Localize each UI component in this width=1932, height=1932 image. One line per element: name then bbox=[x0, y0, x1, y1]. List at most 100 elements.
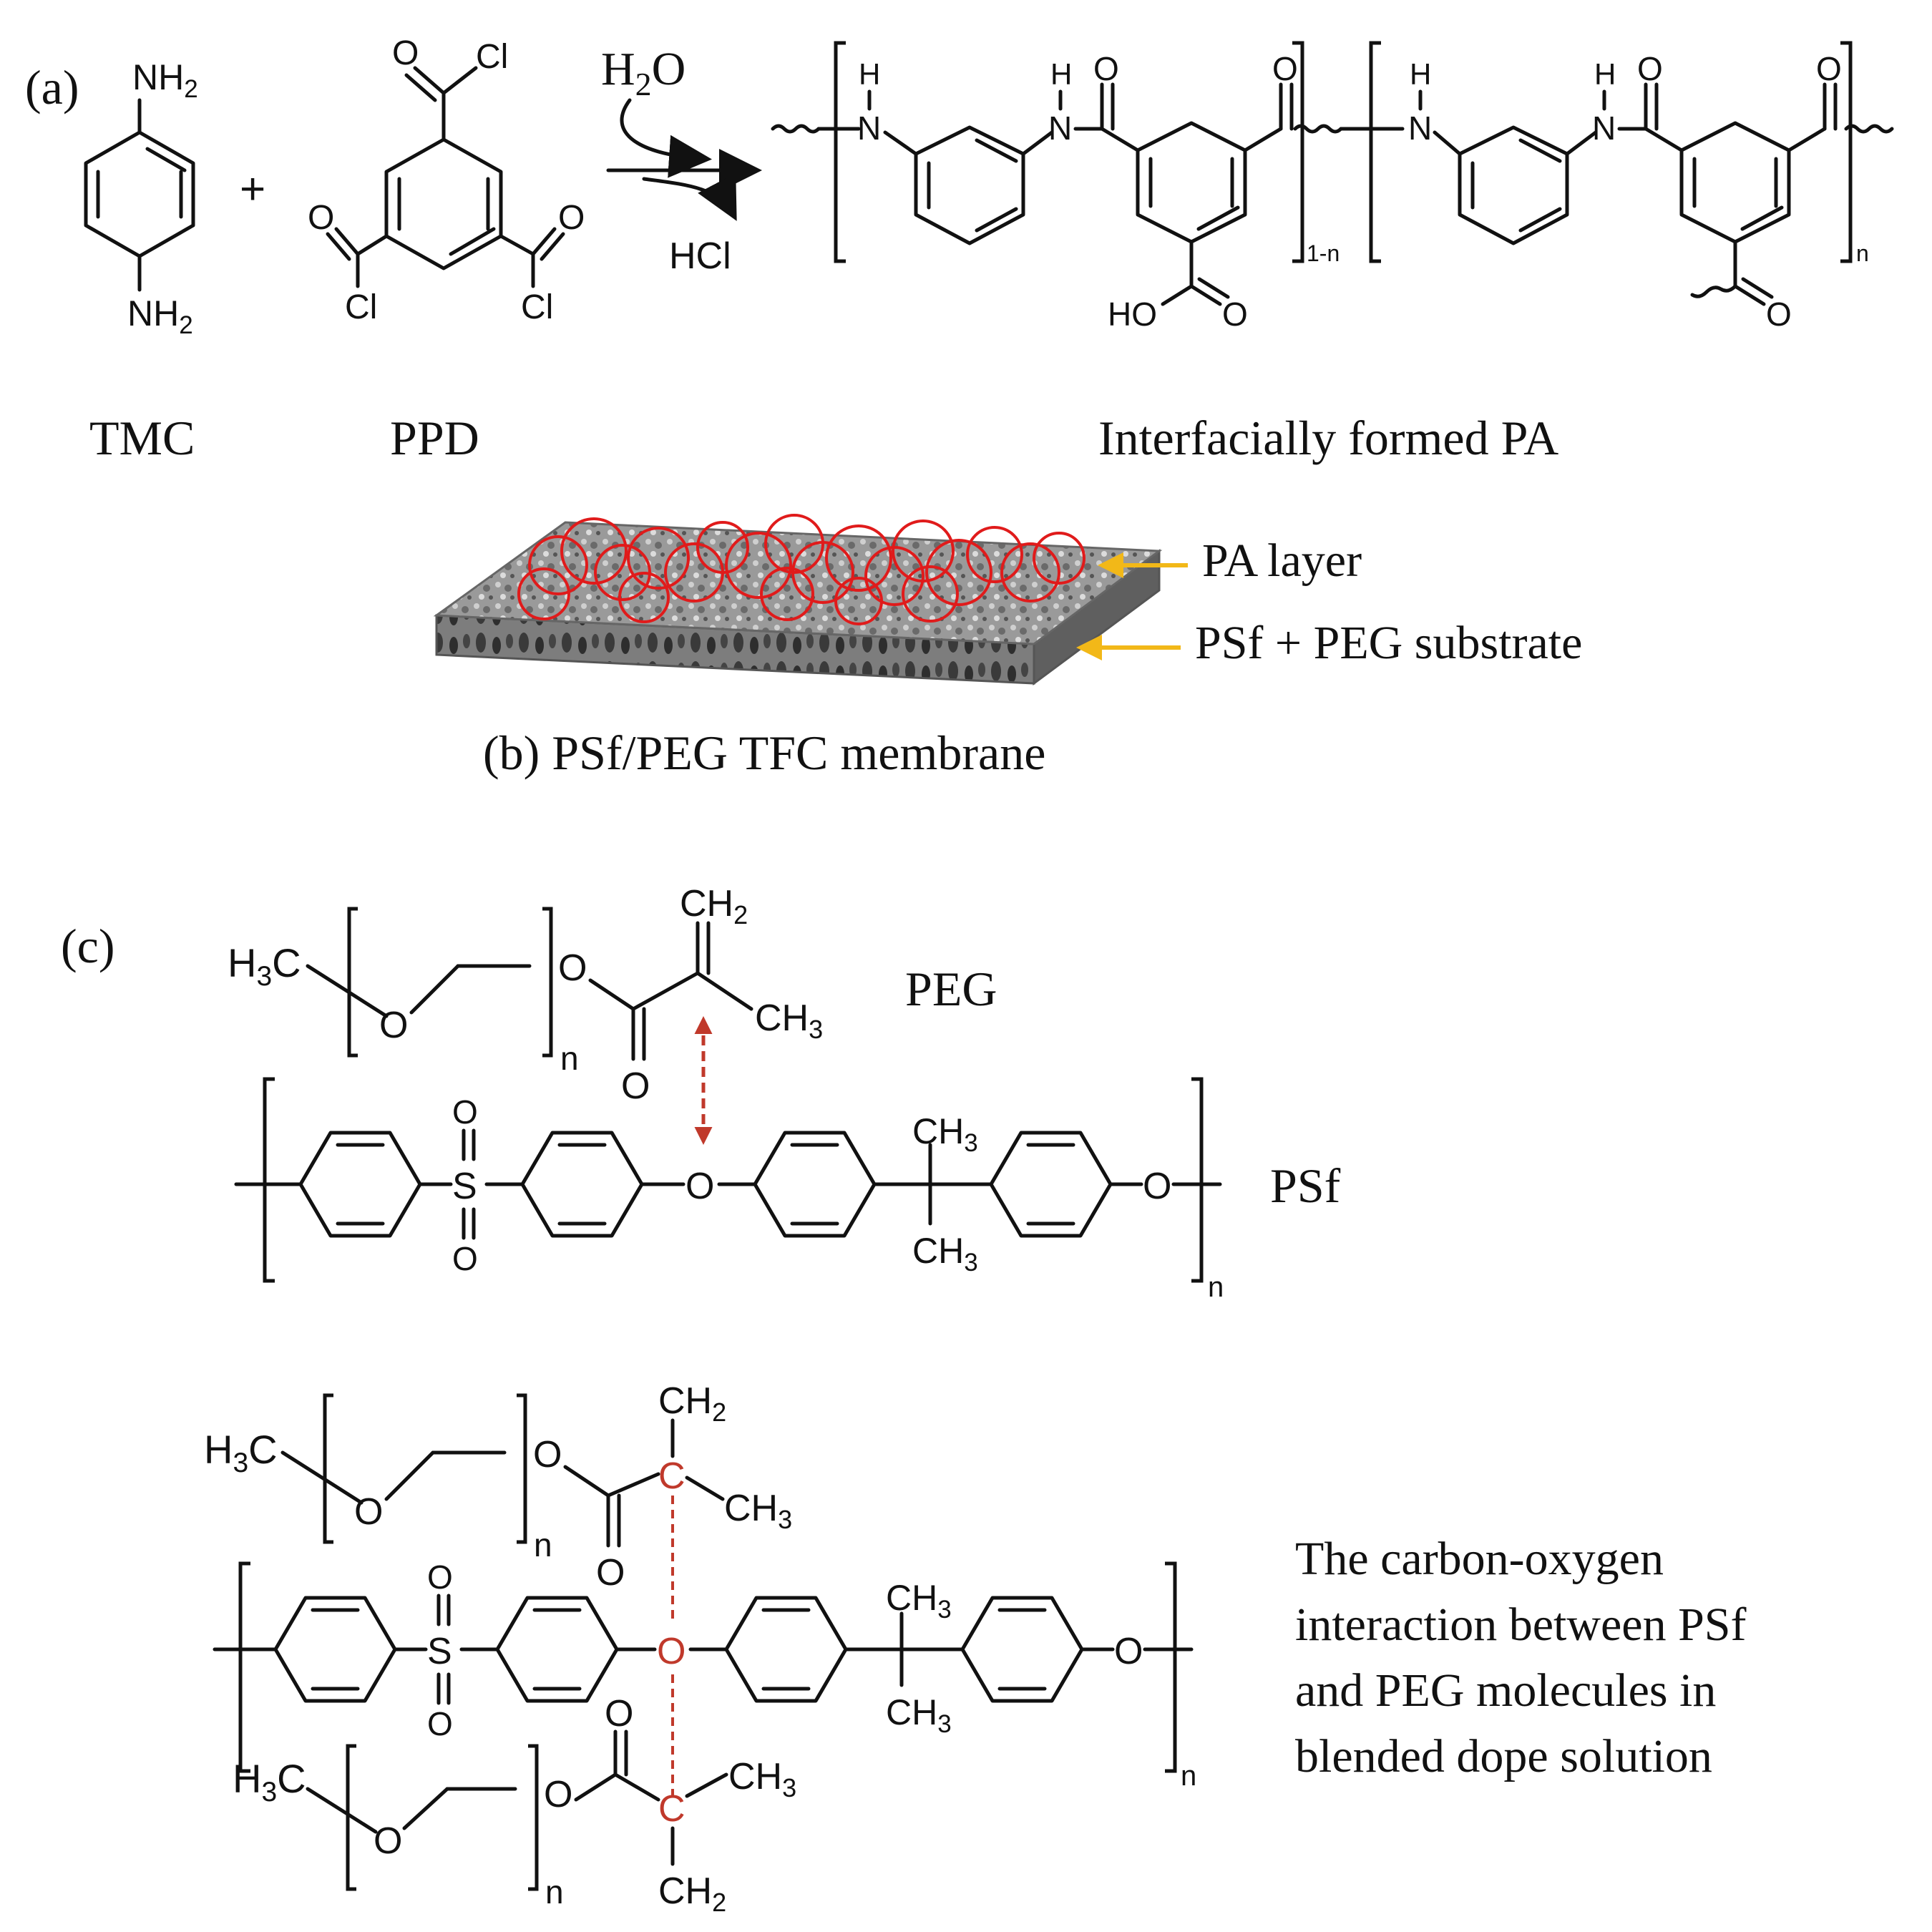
tmc-left-cl: Cl bbox=[345, 288, 377, 326]
plus-sign: + bbox=[240, 165, 265, 214]
peg1-ch3: CH3 bbox=[755, 997, 823, 1044]
peg2-o-chain: O bbox=[354, 1491, 383, 1533]
psf2-ch3-top: CH3 bbox=[886, 1578, 952, 1624]
peg-lower-bottom: H3C O n O O C CH3 CH2 bbox=[233, 1693, 796, 1917]
bracket-left-1 bbox=[834, 41, 846, 263]
pa-n-2: N bbox=[1048, 109, 1072, 147]
psf2-ch3-bottom: CH3 bbox=[886, 1692, 952, 1738]
peg3-ch3: CH3 bbox=[728, 1756, 796, 1802]
pa-h-3: H bbox=[1410, 57, 1431, 91]
pa-product: N H N H O bbox=[771, 41, 1894, 333]
peg1-o-chain: O bbox=[379, 1005, 408, 1046]
psf2-subscript-n: n bbox=[1181, 1760, 1196, 1792]
peg2-h3c: H3C bbox=[204, 1427, 278, 1478]
ppd-ring bbox=[84, 130, 195, 258]
peg1-o-carbonyl: O bbox=[621, 1065, 650, 1107]
pa-h-1: H bbox=[859, 57, 880, 91]
pa-ring-2 bbox=[1136, 121, 1247, 244]
water-label: H2O bbox=[601, 43, 686, 102]
psf1-o-bottom: O bbox=[452, 1240, 478, 1277]
ppd-bottom-nh2: NH2 bbox=[127, 293, 193, 339]
psf1-subscript-n: n bbox=[1208, 1272, 1224, 1303]
psf-upper: S O O O CH3 CH3 O bbox=[234, 1077, 1224, 1303]
pa-h-2: H bbox=[1050, 57, 1072, 91]
pa-o-6: O bbox=[1766, 296, 1792, 333]
description-line-1: The carbon-oxygen bbox=[1295, 1533, 1664, 1585]
tmc-right-o: O bbox=[558, 199, 585, 237]
reaction-arrow: H2O HCl bbox=[601, 43, 762, 277]
hcl-label: HCl bbox=[669, 235, 731, 277]
interaction-description: The carbon-oxygen interaction between PS… bbox=[1295, 1533, 1747, 1782]
substrate-label: PSf + PEG substrate bbox=[1195, 617, 1582, 669]
tmc-top-o: O bbox=[392, 34, 419, 72]
peg2-o-carbonyl: O bbox=[596, 1552, 625, 1594]
peg2-o-ester: O bbox=[533, 1434, 562, 1475]
bracket-right-1 bbox=[1292, 41, 1304, 263]
peg3-o-ester: O bbox=[544, 1774, 572, 1815]
psf2-o-end: O bbox=[1114, 1631, 1143, 1672]
description-line-3: and PEG molecules in bbox=[1295, 1664, 1716, 1717]
pa-ring-1 bbox=[914, 125, 1025, 245]
psf2-s: S bbox=[427, 1631, 452, 1672]
tmc-right-cl: Cl bbox=[521, 288, 553, 326]
bracket-right-2 bbox=[1840, 41, 1853, 263]
psf2-o-red: O bbox=[657, 1631, 686, 1672]
peg3-c-red: C bbox=[658, 1788, 686, 1830]
description-line-2: interaction between PSf bbox=[1295, 1599, 1747, 1651]
product-caption: Interfacially formed PA bbox=[1098, 411, 1558, 465]
pa-o-3: O bbox=[1222, 296, 1248, 333]
panel-b: PA layer PSf + PEG substrate (b) PSf/PEG… bbox=[433, 514, 1582, 780]
pa-n-1: N bbox=[857, 109, 881, 147]
wavy-crosslink bbox=[1690, 284, 1737, 298]
pa-o-1: O bbox=[1093, 50, 1119, 87]
peg3-o-carbonyl: O bbox=[605, 1693, 633, 1735]
panel-a: (a) NH2 NH2 + O Cl bbox=[25, 34, 1894, 465]
tmc-caption: TMC bbox=[89, 411, 195, 465]
psf1-o-ether: O bbox=[686, 1166, 714, 1207]
pa-h-4: H bbox=[1594, 57, 1616, 91]
psf2-o-top: O bbox=[427, 1558, 453, 1596]
ppd-caption: PPD bbox=[390, 411, 479, 465]
psf1-o-end: O bbox=[1143, 1166, 1171, 1207]
pa-n-3: N bbox=[1408, 109, 1432, 147]
membrane-illustration bbox=[433, 514, 1163, 686]
psf1-ch3-bottom: CH3 bbox=[912, 1231, 978, 1277]
pa-ho: HO bbox=[1108, 296, 1157, 333]
psf1-ch3-top: CH3 bbox=[912, 1111, 978, 1157]
pa-n-4: N bbox=[1592, 109, 1616, 147]
psf1-o-top: O bbox=[452, 1093, 478, 1131]
peg2-ch2: CH2 bbox=[658, 1380, 726, 1427]
wavy-bond-middle bbox=[1293, 124, 1343, 134]
tmc-ring bbox=[384, 137, 503, 270]
panel-c-label: (c) bbox=[61, 919, 114, 973]
peg1-subscript-n: n bbox=[560, 1040, 579, 1077]
peg2-ch3: CH3 bbox=[724, 1488, 792, 1534]
pa-subscript-1n: 1-n bbox=[1307, 240, 1340, 266]
psf-label: PSf bbox=[1270, 1158, 1341, 1213]
peg3-subscript-n: n bbox=[545, 1873, 564, 1911]
panel-c: (c) H3C O n O O CH2 CH3 PEG bbox=[61, 883, 1747, 1917]
pa-ring-4 bbox=[1679, 121, 1791, 244]
panel-a-label: (a) bbox=[25, 60, 79, 114]
peg-lower-top: H3C O n O O C CH2 CH3 bbox=[204, 1380, 792, 1594]
pa-layer-label: PA layer bbox=[1202, 535, 1362, 587]
ppd-top-nh2: NH2 bbox=[132, 57, 198, 103]
psf1-s: S bbox=[452, 1166, 477, 1207]
pa-layer-clusters bbox=[517, 514, 1085, 625]
peg1-h3c: H3C bbox=[228, 940, 301, 992]
peg-upper: H3C O n O O CH2 CH3 bbox=[228, 883, 823, 1107]
psf2-o-bottom: O bbox=[427, 1705, 453, 1742]
pa-o-2: O bbox=[1272, 50, 1298, 87]
panel-b-caption: (b) PSf/PEG TFC membrane bbox=[483, 726, 1045, 780]
wavy-bond-left bbox=[771, 124, 821, 134]
membrane-top-surface bbox=[433, 521, 1163, 645]
peg3-o-chain: O bbox=[374, 1820, 402, 1862]
bracket-left-2 bbox=[1369, 41, 1381, 263]
peg2-subscript-n: n bbox=[534, 1526, 552, 1563]
tmc-top-cl: Cl bbox=[476, 38, 508, 76]
pa-o-4: O bbox=[1637, 50, 1663, 87]
peg3-h3c: H3C bbox=[233, 1756, 306, 1807]
psf-lower: S O O O CH3 CH3 O bbox=[213, 1558, 1196, 1792]
